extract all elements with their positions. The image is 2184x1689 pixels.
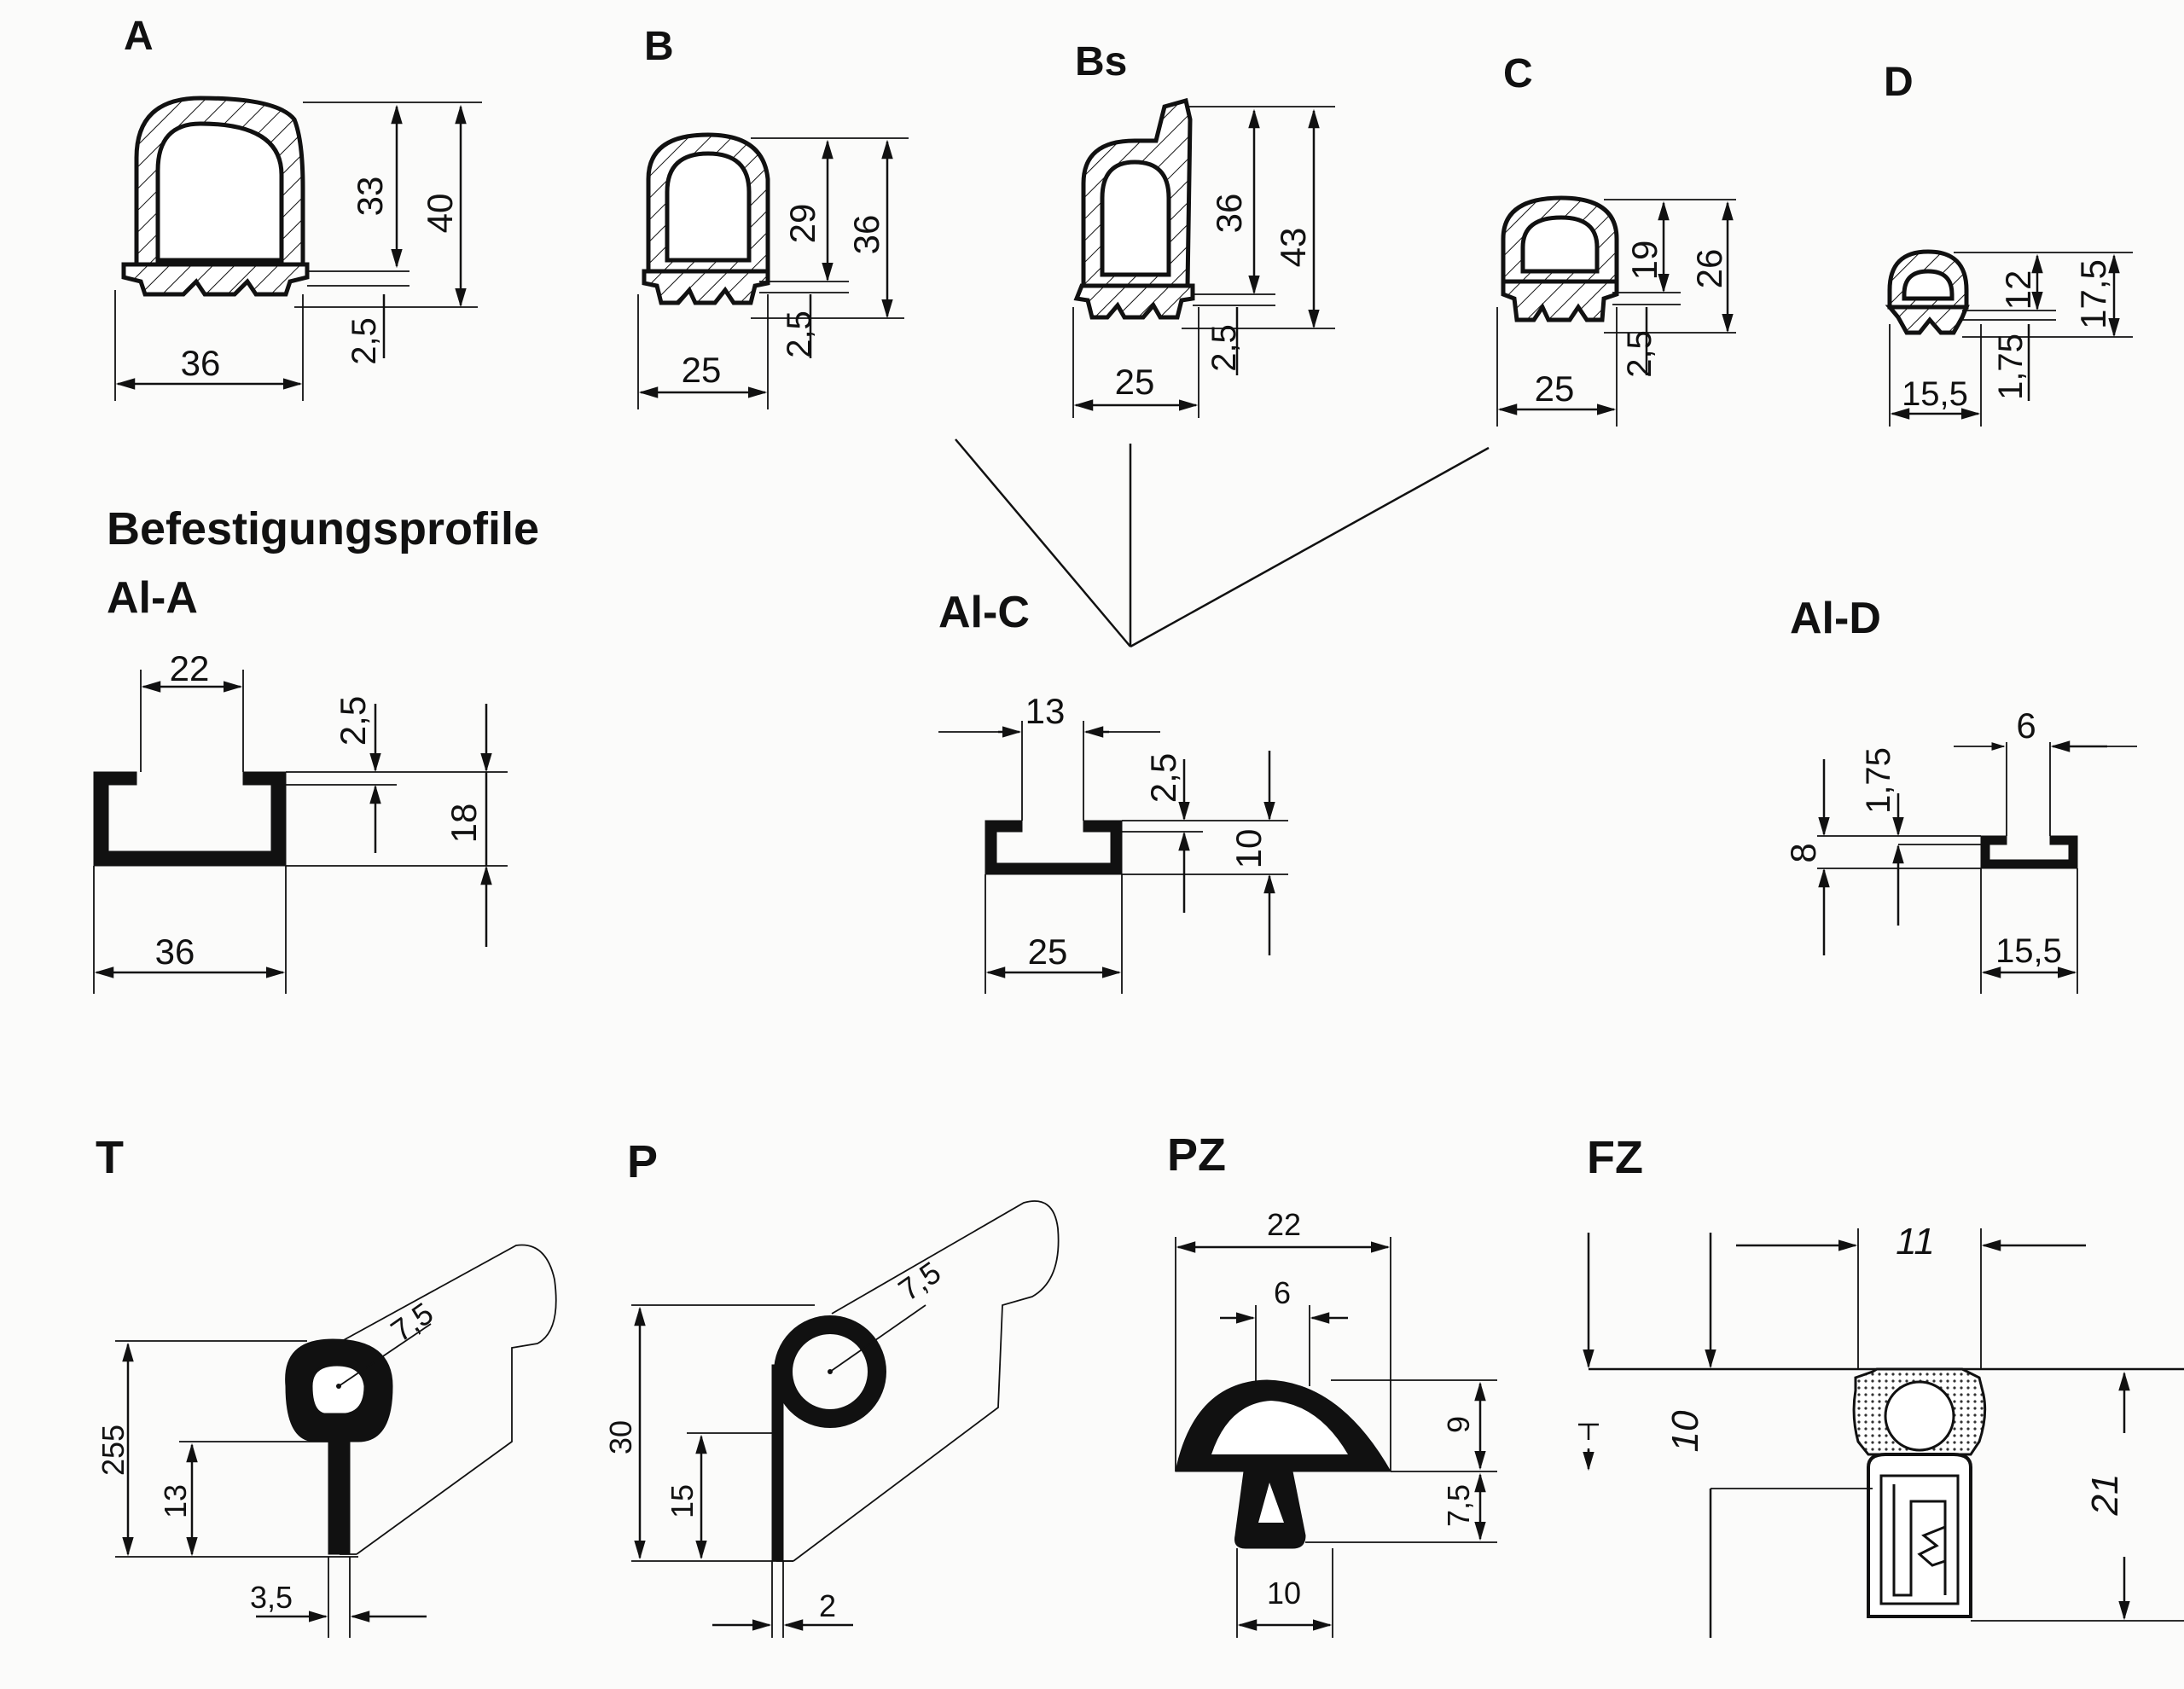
profile-a: A 33 40 36 2,5 — [114, 14, 482, 401]
profile-p-dim-15: 15 — [665, 1484, 700, 1518]
profile-b-label: B — [644, 24, 674, 69]
profile-pz-dim-22: 22 — [1267, 1207, 1301, 1242]
profile-a-dim-33: 33 — [350, 177, 390, 217]
profile-p-dim-2: 2 — [819, 1588, 836, 1623]
mounting-al-d-label: Al-D — [1790, 594, 1881, 643]
mounting-al-c: Al-C 13 2,5 10 25 — [938, 588, 1288, 994]
mounting-al-a-label: Al-A — [107, 573, 198, 623]
profile-pz-dim-7-5: 7,5 — [1441, 1484, 1476, 1527]
profile-t-dim-7-5: 7,5 — [385, 1296, 440, 1349]
al-d-dim-1-75: 1,75 — [1860, 747, 1897, 814]
al-a-dim-2-5: 2,5 — [333, 696, 373, 746]
mounting-al-d: Al-D 6 1,75 8 15,5 — [1783, 594, 2137, 994]
profile-t-dim-255: 255 — [96, 1425, 131, 1476]
profile-fz-dim-11: 11 — [1896, 1221, 1935, 1262]
profile-b-dim-36: 36 — [846, 215, 886, 255]
al-d-dim-6: 6 — [2016, 705, 2036, 746]
profile-pz: PZ 22 6 9 7,5 10 — [1167, 1129, 1497, 1638]
profile-d-dim-1-75: 1,75 — [1992, 334, 2030, 400]
profile-t-dim-13: 13 — [158, 1484, 193, 1518]
profile-c: C 19 26 25 2,5 — [1496, 51, 1736, 427]
profile-b-dim-2-5: 2,5 — [781, 311, 818, 358]
profile-b: B 29 36 25 2,5 — [637, 24, 909, 409]
profile-c-label: C — [1503, 51, 1533, 96]
al-a-dim-22: 22 — [170, 648, 210, 688]
profile-fz: FZ 11 10 21 — [1578, 1132, 2184, 1638]
connector-lines — [955, 438, 1490, 648]
profile-t-dim-3-5: 3,5 — [250, 1580, 293, 1615]
profile-bs: Bs 36 43 25 2,5 — [1072, 39, 1335, 418]
profile-a-dim-36: 36 — [181, 343, 221, 383]
profile-bs-label: Bs — [1075, 39, 1127, 84]
profile-a-dim-2-5: 2,5 — [346, 317, 383, 365]
profile-bs-dim-43: 43 — [1273, 228, 1313, 268]
profile-fz-label: FZ — [1587, 1132, 1643, 1183]
profile-c-dim-19: 19 — [1624, 241, 1664, 281]
al-c-dim-10: 10 — [1228, 829, 1269, 869]
al-a-dim-18: 18 — [444, 804, 484, 844]
profile-fz-dim-21: 21 — [2084, 1474, 2126, 1517]
profile-c-dim-26: 26 — [1689, 249, 1729, 289]
profile-d-dim-17-5: 17,5 — [2073, 259, 2113, 329]
profile-c-dim-2-5: 2,5 — [1621, 330, 1658, 378]
profile-p-dim-30: 30 — [603, 1420, 638, 1454]
profile-bs-dim-36: 36 — [1209, 194, 1249, 234]
profile-b-dim-25: 25 — [682, 350, 722, 390]
profile-p: P 7,5 30 15 2 — [603, 1136, 1060, 1638]
profile-t-label: T — [96, 1132, 124, 1183]
profile-p-dim-7-5: 7,5 — [892, 1255, 948, 1308]
profile-pz-dim-9: 9 — [1441, 1416, 1476, 1433]
profile-a-dim-40: 40 — [420, 194, 460, 234]
mounting-al-a: Al-A 22 2,5 18 36 — [93, 573, 508, 994]
profile-bs-dim-2-5: 2,5 — [1205, 324, 1243, 372]
profile-d: D 12 17,5 15,5 1,75 — [1884, 60, 2133, 427]
profile-a-label: A — [124, 14, 154, 59]
profile-c-dim-25: 25 — [1535, 369, 1575, 409]
profile-pz-dim-10: 10 — [1267, 1576, 1301, 1611]
mounting-al-c-label: Al-C — [938, 588, 1030, 637]
profile-pz-dim-6: 6 — [1274, 1275, 1291, 1310]
mounting-heading: Befestigungsprofile — [107, 503, 539, 554]
al-c-dim-25: 25 — [1028, 932, 1068, 972]
profile-p-label: P — [627, 1136, 658, 1187]
profile-d-dim-15-5: 15,5 — [1902, 375, 1968, 413]
profile-pz-label: PZ — [1167, 1129, 1226, 1181]
al-c-dim-13: 13 — [1025, 691, 1066, 731]
profile-d-label: D — [1884, 60, 1914, 105]
profile-fz-dim-10: 10 — [1664, 1410, 1706, 1452]
al-d-dim-15-5: 15,5 — [1995, 932, 2062, 970]
profile-b-dim-29: 29 — [782, 204, 822, 244]
al-a-dim-36: 36 — [155, 932, 195, 972]
al-c-dim-2-5: 2,5 — [1143, 753, 1183, 803]
al-d-dim-8: 8 — [1783, 843, 1823, 862]
profile-t: T 7,5 255 13 3,5 — [96, 1132, 557, 1638]
profile-bs-dim-25: 25 — [1115, 362, 1155, 402]
profile-d-dim-12: 12 — [1998, 270, 2038, 311]
